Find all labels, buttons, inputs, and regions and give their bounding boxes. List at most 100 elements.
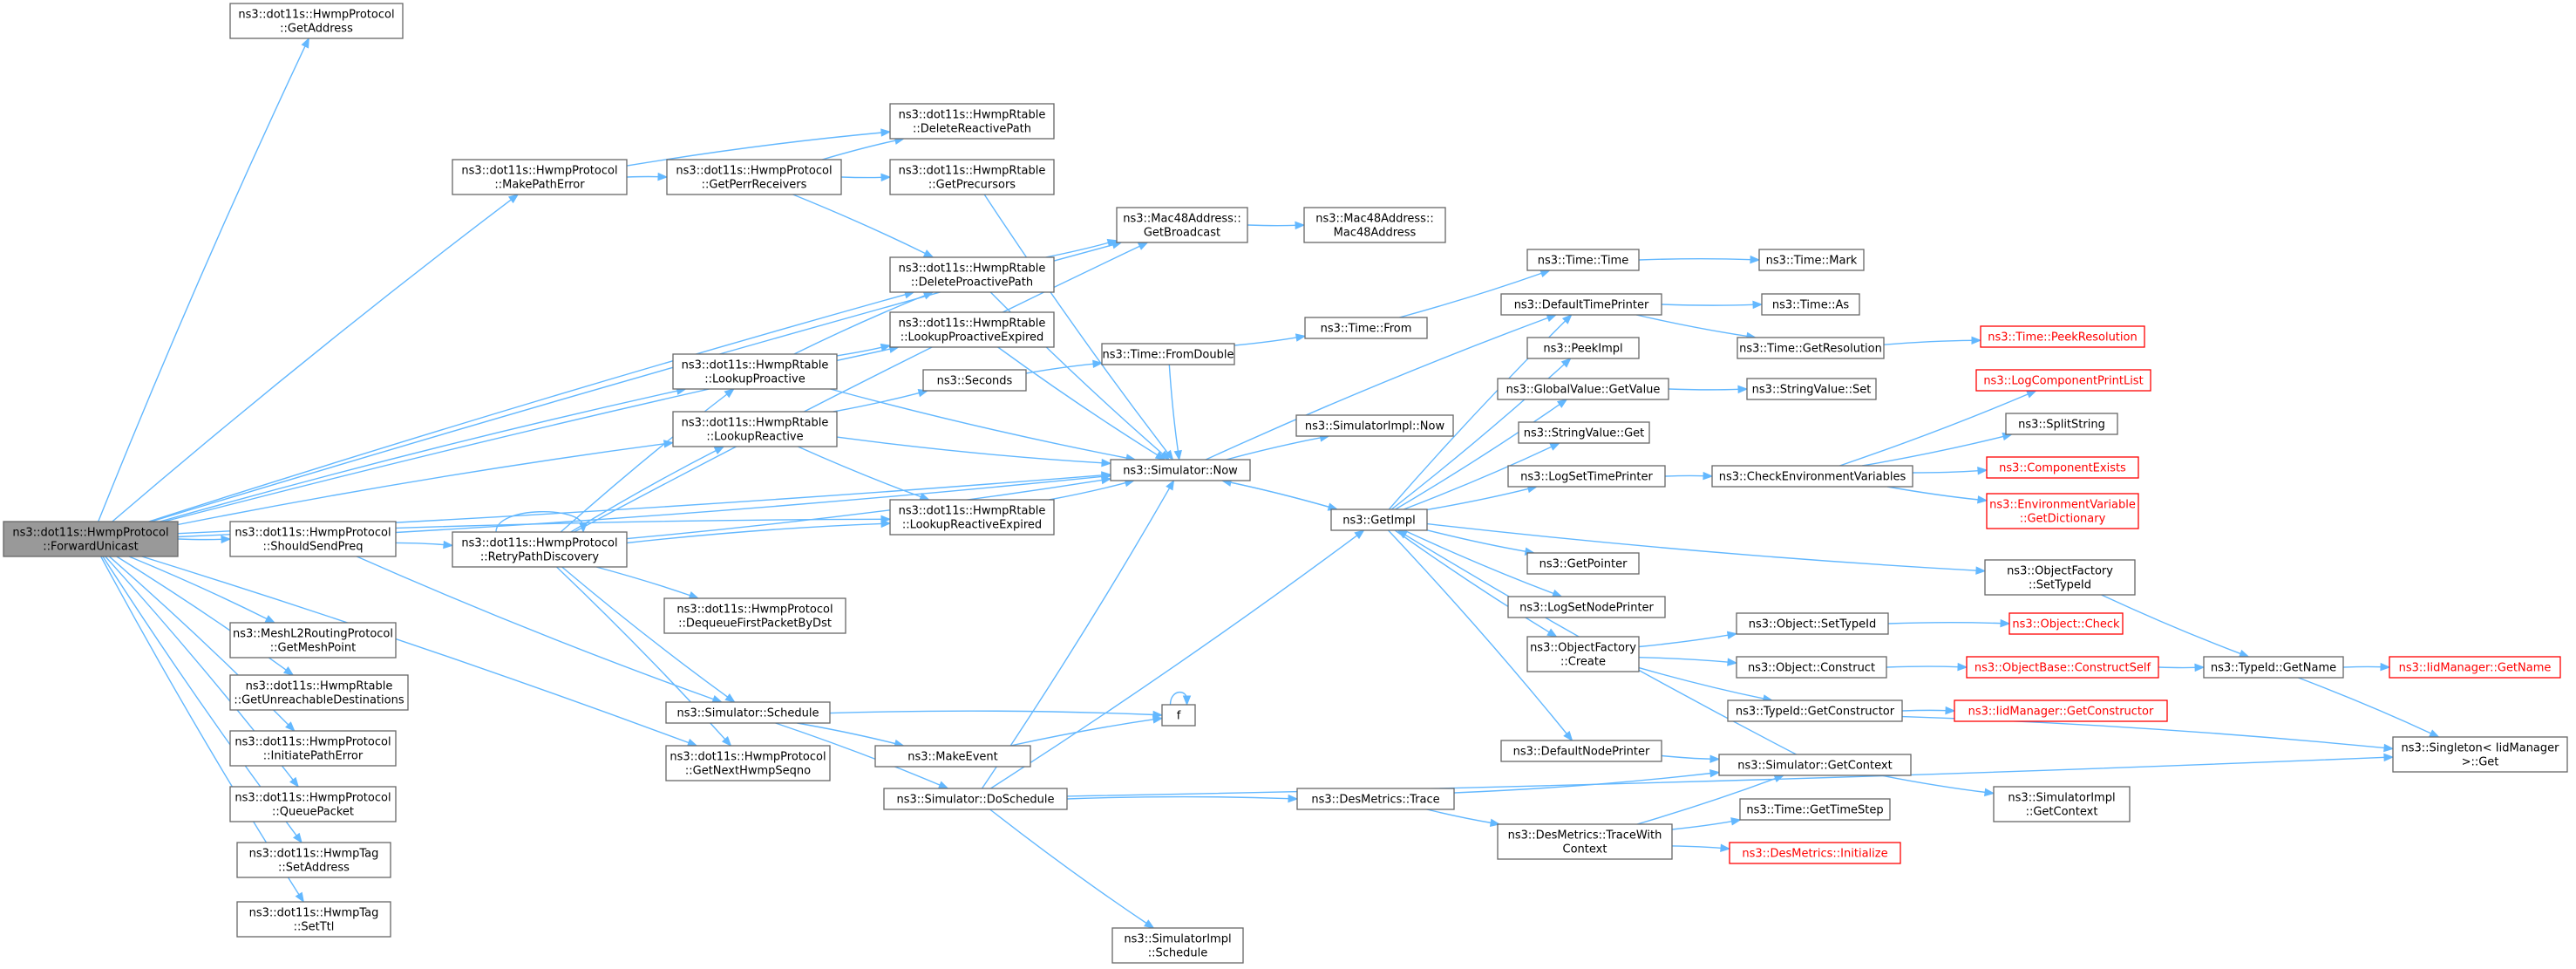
node-getNextHwmpSeqno[interactable]: ns3::dot11s::HwmpProtocol::GetNextHwmpSe…: [665, 745, 831, 781]
node-stringValueSet[interactable]: ns3::StringValue::Set: [1746, 378, 1877, 400]
node-queuePacket[interactable]: ns3::dot11s::HwmpProtocol::QueuePacket: [229, 786, 397, 822]
node-defaultTimePrinter[interactable]: ns3::DefaultTimePrinter: [1500, 293, 1662, 316]
node-simImplGetContext[interactable]: ns3::SimulatorImpl::GetContext: [1993, 786, 2131, 822]
node-lookupReactiveExpired[interactable]: ns3::dot11s::HwmpRtable::LookupReactiveE…: [889, 499, 1055, 536]
node-timeTime[interactable]: ns3::Time::Time: [1526, 249, 1640, 271]
node-label: ns3::Time::GetTimeStep: [1746, 804, 1883, 817]
node-box: [2389, 656, 2561, 679]
node-objectConstruct[interactable]: ns3::Object::Construct: [1736, 656, 1887, 679]
node-simImplSchedule[interactable]: ns3::SimulatorImpl::Schedule: [1111, 927, 1244, 964]
node-label: ns3::dot11s::HwmpRtable: [899, 263, 1046, 276]
node-defaultNodePrinter[interactable]: ns3::DefaultNodePrinter: [1500, 740, 1662, 762]
node-logComponentPrintList[interactable]: ns3::LogComponentPrintList: [1975, 369, 2151, 392]
node-tagSetTtl[interactable]: ns3::dot11s::HwmpTag::SetTtl: [236, 901, 391, 938]
edge-getImpl-to-globalValueGet: [1395, 399, 1568, 510]
node-objectSetTypeId[interactable]: ns3::Object::SetTypeId: [1736, 612, 1889, 635]
node-typeIdGetConstructor[interactable]: ns3::TypeId::GetConstructor: [1727, 699, 1903, 722]
node-seconds[interactable]: ns3::Seconds: [922, 369, 1027, 392]
edge-desTrace-to-desTraceWithContext: [1426, 809, 1501, 827]
node-mac48Address[interactable]: ns3::Mac48Address::Mac48Address: [1303, 207, 1446, 243]
node-timeFrom[interactable]: ns3::Time::From: [1304, 317, 1428, 339]
node-timeGetTimeStep[interactable]: ns3::Time::GetTimeStep: [1739, 798, 1891, 821]
node-peekImpl[interactable]: ns3::PeekImpl: [1526, 337, 1640, 359]
node-fromDouble[interactable]: ns3::Time::FromDouble: [1101, 343, 1235, 365]
node-objectBaseConstructSelf[interactable]: ns3::ObjectBase::ConstructSelf: [1966, 656, 2159, 679]
node-objectFactorySetTypeId[interactable]: ns3::ObjectFactory::SetTypeId: [1984, 559, 2136, 596]
edge-lookupProactive-to-lookupProactiveExpired: [836, 343, 892, 357]
node-doSchedule[interactable]: ns3::Simulator::DoSchedule: [883, 788, 1068, 810]
node-shouldSendPreq[interactable]: ns3::dot11s::HwmpProtocol::ShouldSendPre…: [229, 521, 397, 557]
edge-arrowhead: [1957, 662, 1968, 672]
node-label: ns3::dot11s::HwmpProtocol: [676, 604, 833, 617]
node-label: ns3::SplitString: [2018, 419, 2105, 432]
node-objectCheck[interactable]: ns3::Object::Check: [2008, 612, 2124, 635]
node-lookupProactiveExpired[interactable]: ns3::dot11s::HwmpRtable::LookupProactive…: [889, 311, 1055, 348]
node-initiatePathError[interactable]: ns3::dot11s::HwmpProtocol::InitiatePathE…: [229, 730, 397, 767]
edge-arrowhead: [724, 388, 735, 399]
edge-line: [792, 194, 927, 255]
node-simGetContext[interactable]: ns3::Simulator::GetContext: [1718, 754, 1912, 776]
node-timeMark[interactable]: ns3::Time::Mark: [1758, 249, 1865, 271]
node-dequeueFirstPacketByDst[interactable]: ns3::dot11s::HwmpProtocol::DequeueFirstP…: [663, 597, 846, 634]
node-typeIdGetName[interactable]: ns3::TypeId::GetName: [2203, 656, 2344, 679]
node-globalValueGet[interactable]: ns3::GlobalValue::GetValue: [1497, 378, 1669, 400]
node-simImplNow[interactable]: ns3::SimulatorImpl::Now: [1295, 414, 1454, 437]
node-iidGetName[interactable]: ns3::IidManager::GetName: [2389, 656, 2561, 679]
node-tagSetAddress[interactable]: ns3::dot11s::HwmpTag::SetAddress: [236, 842, 391, 878]
node-root[interactable]: ns3::dot11s::HwmpProtocol::ForwardUnicas…: [3, 521, 179, 557]
node-singletonGet[interactable]: ns3::Singleton< IidManager>::Get: [2392, 736, 2568, 773]
node-checkEnvVars[interactable]: ns3::CheckEnvironmentVariables: [1711, 465, 1913, 488]
node-deleteProactivePath[interactable]: ns3::dot11s::HwmpRtable::DeleteProactive…: [889, 256, 1055, 293]
node-objectFactoryCreate[interactable]: ns3::ObjectFactory::Create: [1526, 636, 1640, 672]
node-box: [1304, 317, 1428, 339]
node-makePathError[interactable]: ns3::dot11s::HwmpProtocol::MakePathError: [452, 159, 628, 195]
node-getAddress[interactable]: ns3::dot11s::HwmpProtocol::GetAddress: [229, 3, 404, 39]
edge-arrowhead: [1709, 769, 1721, 778]
node-simSchedule[interactable]: ns3::Simulator::Schedule: [665, 701, 831, 724]
edge-line: [595, 566, 691, 597]
node-logSetNodePrinter[interactable]: ns3::LogSetNodePrinter: [1507, 596, 1666, 618]
edge-line: [836, 346, 883, 357]
node-lookupProactive[interactable]: ns3::dot11s::HwmpRtable::LookupProactive: [672, 353, 838, 390]
node-timeGetResolution[interactable]: ns3::Time::GetResolution: [1737, 337, 1885, 359]
node-stringValueGet[interactable]: ns3::StringValue::Get: [1518, 421, 1650, 444]
node-desTrace[interactable]: ns3::DesMetrics::Trace: [1296, 788, 1455, 810]
node-retryPathDiscovery[interactable]: ns3::dot11s::HwmpProtocol::RetryPathDisc…: [452, 531, 628, 568]
edge-arrowhead: [721, 736, 732, 747]
edge-line: [1009, 719, 1155, 747]
node-label: ns3::EnvironmentVariable: [1989, 499, 2136, 512]
node-logSetTimePrinter[interactable]: ns3::LogSetTimePrinter: [1507, 465, 1666, 488]
edge-makePathError-to-getPerrReceivers: [626, 172, 669, 181]
node-desInitialize[interactable]: ns3::DesMetrics::Initialize: [1729, 842, 1901, 864]
node-f[interactable]: f: [1161, 704, 1196, 727]
edge-line: [821, 140, 897, 160]
node-getBroadcast[interactable]: ns3::Mac48Address::GetBroadcast: [1116, 207, 1248, 243]
node-deleteReactivePath[interactable]: ns3::dot11s::HwmpRtable::DeleteReactiveP…: [889, 103, 1055, 140]
node-iidGetConstructor[interactable]: ns3::IidManager::GetConstructor: [1954, 699, 2168, 722]
node-label: ns3::Time::GetResolution: [1739, 343, 1882, 356]
node-getPointer[interactable]: ns3::GetPointer: [1526, 552, 1640, 575]
edge-line: [797, 722, 897, 745]
node-getPrecursors[interactable]: ns3::dot11s::HwmpRtable::GetPrecursors: [889, 159, 1055, 195]
edge-arrowhead: [507, 194, 520, 204]
node-peekResolution[interactable]: ns3::Time::PeekResolution: [1980, 325, 2145, 348]
node-splitString[interactable]: ns3::SplitString: [2005, 413, 2118, 435]
node-getMeshPoint[interactable]: ns3::MeshL2RoutingProtocol::GetMeshPoint: [229, 622, 397, 659]
edge-root-to-getNextHwmpSeqno: [141, 556, 698, 747]
node-getPerrReceivers[interactable]: ns3::dot11s::HwmpProtocol::GetPerrReceiv…: [666, 159, 842, 195]
node-label: ns3::dot11s::HwmpProtocol: [669, 751, 826, 764]
node-lookupReactive[interactable]: ns3::dot11s::HwmpRtable::LookupReactive: [672, 411, 838, 447]
node-componentExists[interactable]: ns3::ComponentExists: [1986, 456, 2139, 479]
node-getImpl[interactable]: ns3::GetImpl: [1330, 508, 1428, 531]
node-makeEvent[interactable]: ns3::MakeEvent: [874, 745, 1031, 768]
node-timeAs[interactable]: ns3::Time::As: [1761, 293, 1860, 316]
node-box: [2008, 612, 2124, 635]
node-label: ns3::Mac48Address::: [1123, 213, 1240, 226]
node-envVarGetDictionary[interactable]: ns3::EnvironmentVariable::GetDictionary: [1986, 493, 2139, 529]
node-simNow[interactable]: ns3::Simulator::Now: [1110, 459, 1251, 481]
edge-arrowhead: [1971, 336, 1982, 345]
node-getUnreachableDestinations[interactable]: ns3::dot11s::HwmpRtable::GetUnreachableD…: [229, 674, 409, 711]
node-label: ns3::MakeEvent: [907, 751, 998, 764]
edge-arrowhead: [880, 173, 892, 182]
